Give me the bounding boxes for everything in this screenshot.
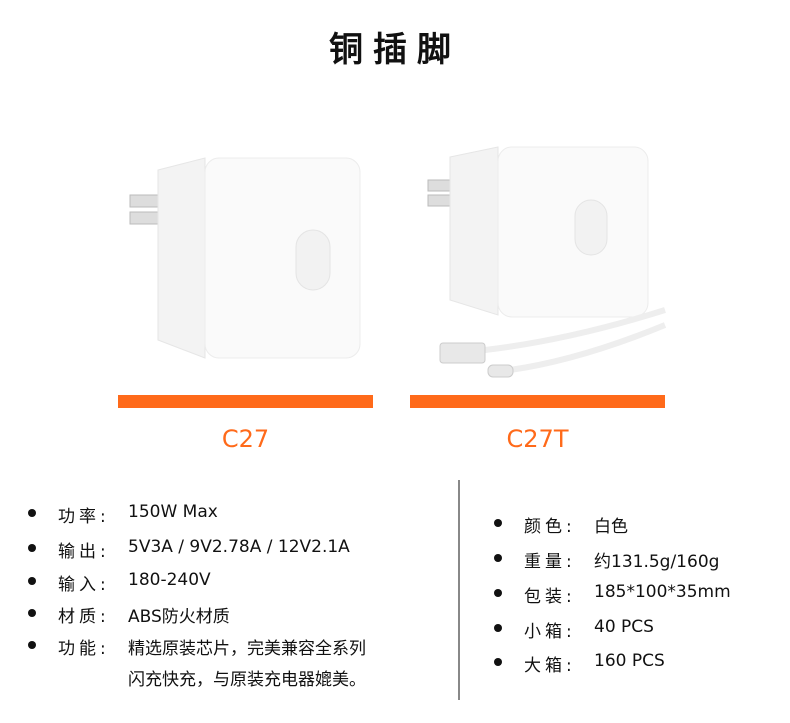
bullet-icon	[28, 641, 36, 649]
c27-orange-bar	[118, 395, 373, 408]
page-title: 铜插脚	[329, 30, 461, 70]
charger-c27-image	[129, 157, 361, 359]
model-label-c27: C27	[221, 425, 270, 453]
bullet-icon	[28, 577, 36, 585]
bullet-icon	[494, 519, 502, 527]
c27t-orange-bar	[410, 395, 665, 408]
bullet-icon	[494, 589, 502, 597]
bullet-icon	[28, 544, 36, 552]
bullet-icon	[494, 624, 502, 632]
charger-c27t-image	[427, 146, 667, 378]
bullet-icon	[494, 658, 502, 666]
bullet-icon	[28, 609, 36, 617]
bullet-icon	[494, 554, 502, 562]
model-label-c27t: C27T	[506, 425, 569, 453]
column-divider	[458, 480, 460, 700]
bullet-icon	[28, 509, 36, 517]
